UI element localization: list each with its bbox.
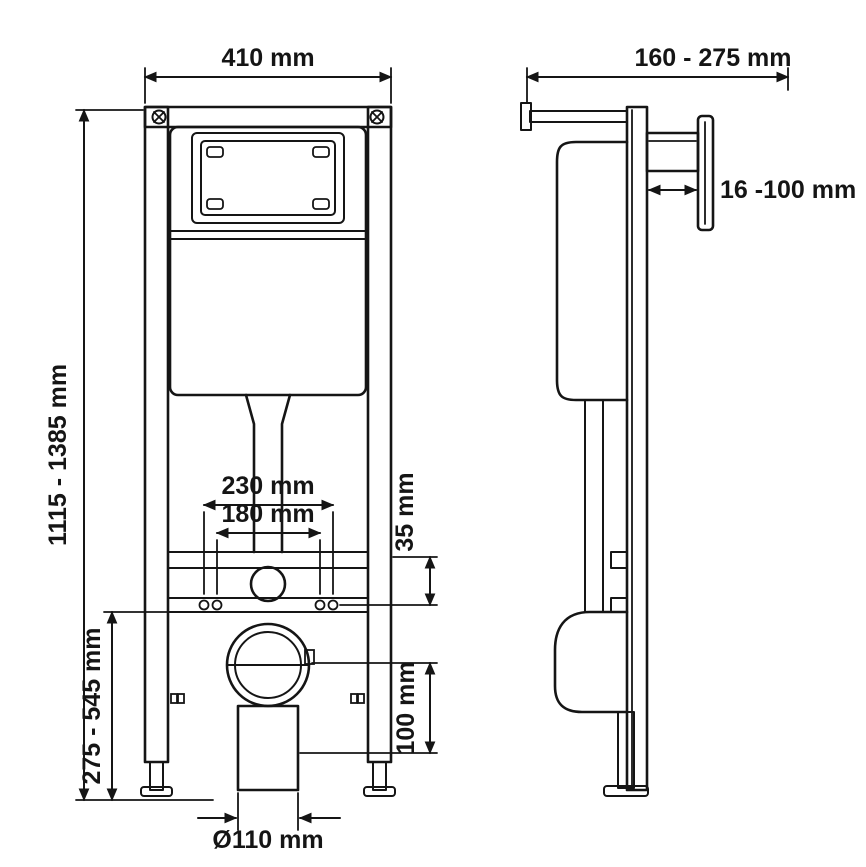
outlet-pipe bbox=[236, 704, 300, 792]
dim-fixing-230-label: 230 mm bbox=[221, 472, 314, 500]
front-view bbox=[140, 105, 396, 797]
rail-bracket-left bbox=[170, 693, 185, 704]
dim-outlet-diameter: Ø110 mm bbox=[197, 792, 341, 854]
water-inlet-circle bbox=[249, 565, 287, 603]
foot-right bbox=[363, 761, 396, 797]
dim-install-depth-label: 160 - 275 mm bbox=[634, 44, 791, 72]
dim-install-depth: 160 - 275 mm bbox=[525, 44, 792, 104]
dim-outlet-offset: 100 mm bbox=[299, 661, 438, 755]
dim-outlet-diameter-label: Ø110 mm bbox=[212, 826, 323, 854]
drain-bend bbox=[225, 622, 315, 708]
side-view bbox=[520, 102, 715, 797]
rail-bracket-right bbox=[350, 693, 365, 704]
top-crossbar bbox=[143, 105, 393, 129]
dim-offset-35-label: 35 mm bbox=[391, 472, 419, 551]
dim-lower-range-label: 275 - 545 mm bbox=[78, 627, 106, 784]
cistern bbox=[168, 125, 368, 397]
corner-screw-right-icon bbox=[369, 109, 385, 125]
threaded-wall-rod bbox=[520, 102, 628, 131]
mounting-bar-upper bbox=[167, 551, 369, 569]
side-rail bbox=[625, 105, 649, 792]
access-panel-inner bbox=[200, 140, 336, 216]
dim-frame-height-label: 1115 - 1385 mm bbox=[44, 364, 72, 546]
dim-frame-width-label: 410 mm bbox=[221, 44, 314, 72]
dim-frame-height: 1115 - 1385 mm bbox=[44, 108, 214, 802]
side-bracket-lower bbox=[610, 597, 628, 613]
side-cistern bbox=[555, 140, 629, 402]
corner-screw-left-icon bbox=[151, 109, 167, 125]
side-foot bbox=[603, 711, 649, 797]
dim-frame-width: 410 mm bbox=[143, 44, 393, 104]
drain-elbow-side bbox=[553, 610, 629, 714]
fixing-holes bbox=[198, 599, 339, 611]
dim-fixing-180-label: 180 mm bbox=[221, 500, 314, 528]
dim-lower-range: 275 - 545 mm bbox=[78, 610, 168, 802]
side-bracket-upper bbox=[610, 551, 628, 569]
dim-plate-adjust-label: 16 -100 mm bbox=[720, 176, 856, 204]
side-flush-pipe bbox=[584, 399, 604, 613]
dim-outlet-offset-label: 100 mm bbox=[392, 661, 420, 754]
access-panel-tabs bbox=[206, 146, 330, 210]
dim-fixing-180: 180 mm bbox=[215, 500, 322, 595]
dim-plate-adjust: 16 -100 mm bbox=[647, 176, 856, 204]
flush-plate bbox=[696, 114, 715, 232]
foot-left bbox=[140, 761, 173, 797]
dim-fixing-230: 230 mm bbox=[202, 472, 335, 595]
access-panel-outer bbox=[191, 132, 345, 224]
left-rail bbox=[143, 105, 170, 764]
actuator-assembly bbox=[645, 114, 715, 232]
dim-offset-35: 35 mm bbox=[339, 472, 438, 607]
actuator-box bbox=[645, 131, 700, 173]
